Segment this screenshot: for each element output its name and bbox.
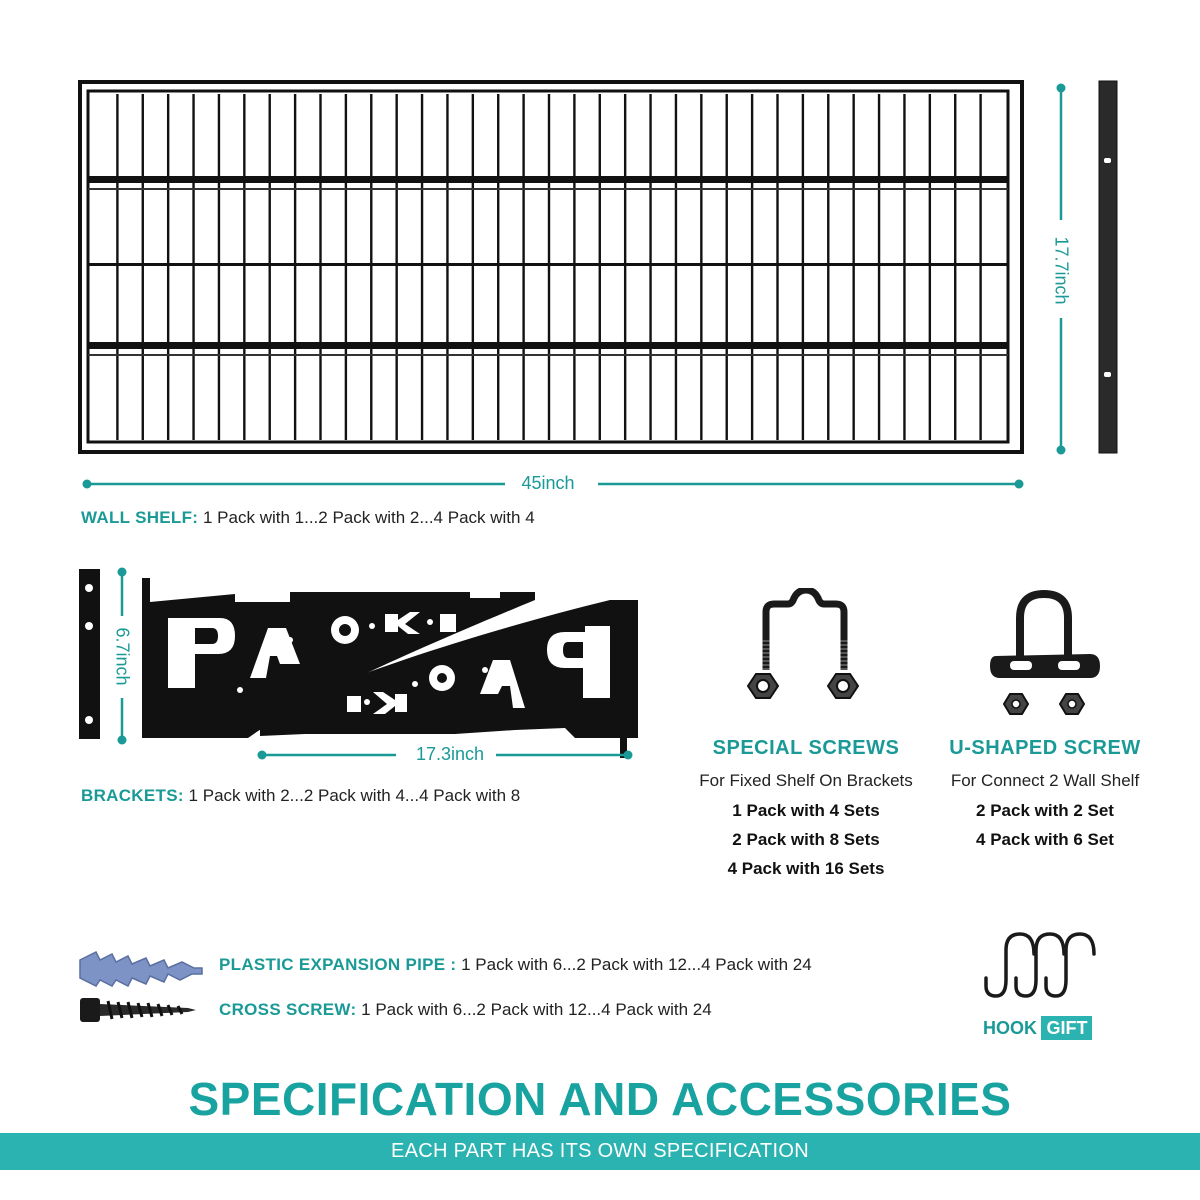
bracket-wall-plate [79, 569, 100, 739]
special-screws-title: SPECIAL SCREWS [712, 737, 900, 759]
special-screws-desc: For Fixed Shelf On Brackets [699, 771, 913, 790]
bracket-height-dimension-line [117, 567, 127, 745]
bracket-height-label: 6.7inch [112, 627, 133, 686]
u-shaped-screw-icon [990, 589, 1100, 715]
shelf-side-rail [1098, 80, 1118, 454]
wall-shelf-desc: 1 Pack with 1...2 Pack with 2...4 Pack w… [203, 508, 535, 527]
hook-label: HOOK [983, 1018, 1037, 1038]
brackets-key: BRACKETS: [81, 786, 184, 805]
u-shaped-screw-line-2: 4 Pack with 6 Set [976, 830, 1114, 849]
bracket-width-dimension-line [257, 750, 633, 760]
shelf-height-dimension-line [1056, 83, 1066, 455]
gift-badge: GIFT [1041, 1016, 1093, 1040]
u-shaped-screw-desc: For Connect 2 Wall Shelf [950, 771, 1140, 790]
brackets-desc: 1 Pack with 2...2 Pack with 4...4 Pack w… [188, 786, 521, 805]
hook-icon [984, 932, 1096, 998]
u-shaped-screw-title: U-SHAPED SCREW [949, 737, 1141, 759]
bracket-image-right [260, 600, 638, 758]
wall-shelf-image [78, 80, 1024, 454]
cross-screw-spec: CROSS SCREW: 1 Pack with 6...2 Pack with… [219, 1000, 712, 1020]
shelf-width-label: 45inch [521, 473, 575, 493]
special-screws-line-3: 4 Pack with 16 Sets [727, 859, 885, 878]
special-screws-line-2: 2 Pack with 8 Sets [732, 830, 880, 849]
expansion-pipe-spec: PLASTIC EXPANSION PIPE : 1 Pack with 6..… [219, 955, 812, 975]
brackets-spec: BRACKETS: 1 Pack with 2...2 Pack with 4.… [81, 786, 520, 806]
wall-shelf-spec: WALL SHELF: 1 Pack with 1...2 Pack with … [81, 508, 535, 528]
bracket-width-label: 17.3inch [415, 744, 485, 764]
expansion-pipe-icon [79, 950, 203, 988]
u-shaped-screw-line-1: 2 Pack with 2 Set [976, 801, 1114, 820]
expansion-pipe-desc: 1 Pack with 6...2 Pack with 12...4 Pack … [461, 955, 812, 974]
cross-screw-key: CROSS SCREW: [219, 1000, 357, 1019]
cross-screw-desc: 1 Pack with 6...2 Pack with 12...4 Pack … [361, 1000, 712, 1019]
expansion-pipe-key: PLASTIC EXPANSION PIPE : [219, 955, 457, 974]
bracket-image-left [142, 578, 535, 738]
page-title: SPECIFICATION AND ACCESSORIES [188, 1073, 1012, 1125]
subtitle-band: EACH PART HAS ITS OWN SPECIFICATION [0, 1133, 1200, 1170]
special-screw-icon [746, 588, 860, 699]
wall-shelf-key: WALL SHELF: [81, 508, 199, 527]
shelf-width-dimension-line [82, 479, 1024, 489]
cross-screw-icon [80, 998, 196, 1022]
special-screws-line-1: 1 Pack with 4 Sets [732, 801, 880, 820]
hook-gift-label: HOOK GIFT [983, 1016, 1093, 1040]
shelf-height-label: 17.7inch [1051, 236, 1072, 305]
